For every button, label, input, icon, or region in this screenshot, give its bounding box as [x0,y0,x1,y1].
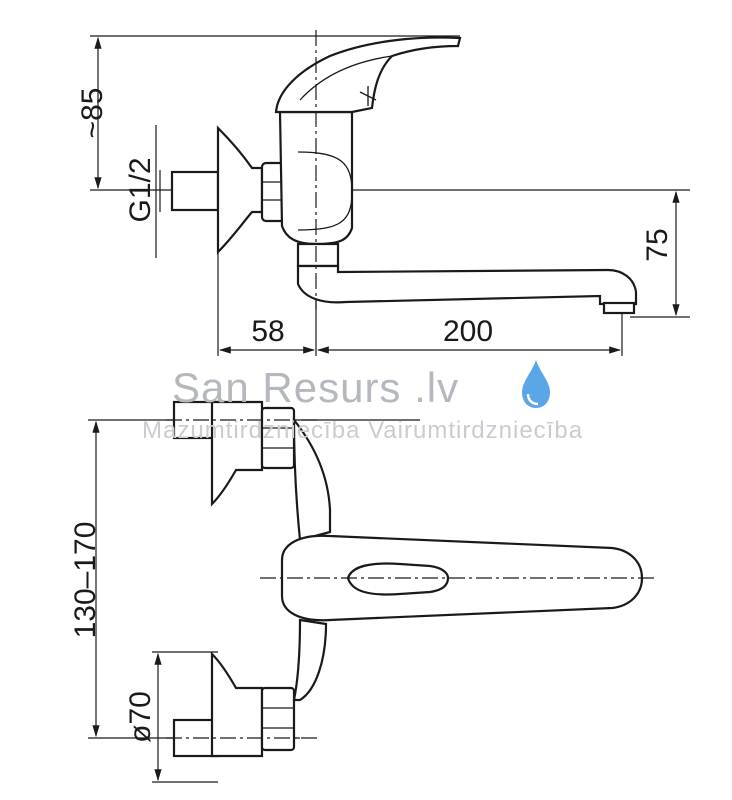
watermark-title: San Resurs .lv [172,364,459,411]
watermark: San Resurs .lv Mazumtirdzniecība Vairumt… [142,360,583,444]
top-view: 130–170 ø70 [69,400,656,783]
wall-rosette [216,125,264,255]
inlet-pipe [170,170,220,212]
dim-label-75: 75 [641,228,674,261]
swivel-spout [296,264,638,306]
side-view: ~85 G1/2 75 58 200 [76,30,690,356]
body-upper-tube [292,416,332,542]
dim-label-58: 58 [251,315,284,348]
dim-label-d70: ø70 [124,691,157,743]
dim-label-130-170: 130–170 [69,522,102,639]
aerator [602,301,636,315]
body-contour [297,151,353,231]
upper-rosette [210,400,264,507]
dim-label-200: 200 [443,315,493,348]
lever-grip-recess [346,562,450,596]
spout-neck [296,242,340,268]
dim-label-85: ~85 [76,88,109,139]
body-lower-tube [292,618,328,702]
watermark-subtitle: Mazumtirdzniecība Vairumtirdzniecība [142,417,583,444]
lower-rosette [210,651,264,758]
lower-union-nut [260,686,296,752]
lever-handle [274,36,462,114]
dim-label-thread: G1/2 [124,157,157,222]
water-drop-icon [522,360,550,408]
